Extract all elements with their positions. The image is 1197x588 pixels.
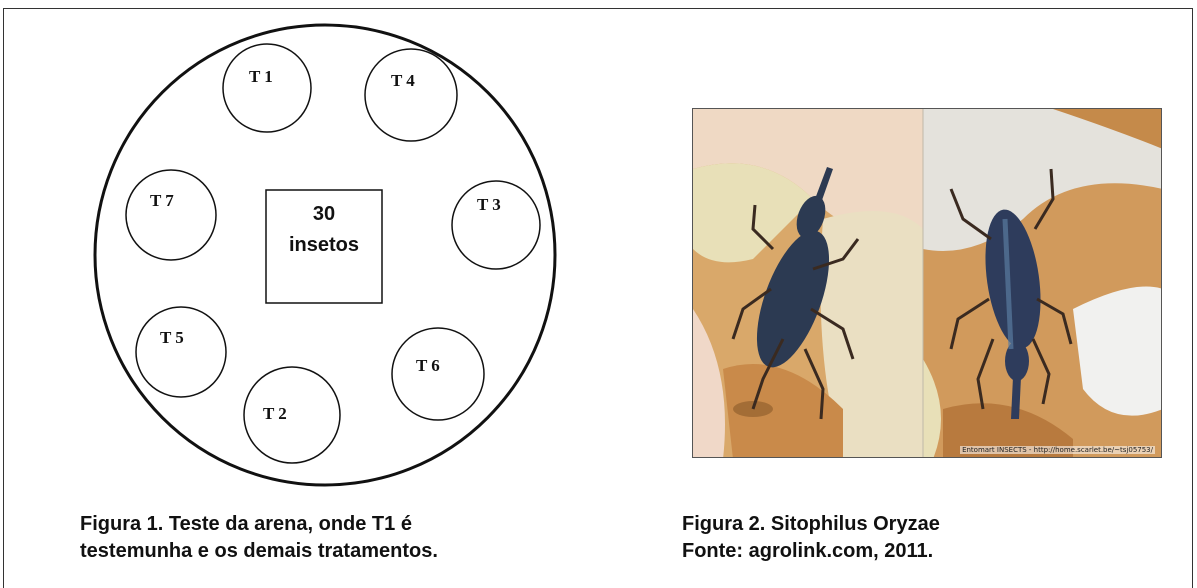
treatment-t2: T 2 [244,367,340,463]
figure2-caption-line1: Figura 2. Sitophilus Oryzae [682,511,940,538]
treatment-label: T 1 [249,67,273,86]
treatment-label: T 5 [160,328,184,347]
arena-diagram: T 1 T 4 T 7 T 3 T 5 T 6 T 2 30 insetos [0,0,700,500]
treatment-label: T 6 [416,356,440,375]
weevil-photo: Entomart INSECTS - http://home.scarlet.b… [692,108,1162,458]
treatment-label: T 7 [150,191,174,210]
treatment-t5: T 5 [136,307,226,397]
center-box-label: insetos [289,234,359,256]
treatment-circle [136,307,226,397]
treatment-circle [223,44,311,132]
treatment-circle [244,367,340,463]
treatment-circle [126,170,216,260]
treatment-t7: T 7 [126,170,216,260]
treatment-t6: T 6 [392,328,484,420]
treatment-t3: T 3 [452,181,540,269]
treatment-circle [365,49,457,141]
figure1-caption-line1: Figura 1. Teste da arena, onde T1 é [80,511,438,538]
figure2-caption-line2: Fonte: agrolink.com, 2011. [682,538,940,565]
center-box: 30 insetos [266,190,382,303]
figure1-caption-line2: testemunha e os demais tratamentos. [80,538,438,565]
center-box-count: 30 [313,203,335,225]
treatment-label: T 4 [391,71,415,90]
figure1-caption: Figura 1. Teste da arena, onde T1 é test… [80,511,438,565]
figure2-caption: Figura 2. Sitophilus Oryzae Fonte: agrol… [682,511,940,565]
weevil-photo-illustration [693,109,1162,458]
treatment-label: T 3 [477,195,501,214]
treatment-label: T 2 [263,404,287,423]
photo-credit: Entomart INSECTS - http://home.scarlet.b… [960,446,1155,454]
treatment-t1: T 1 [223,44,311,132]
treatment-t4: T 4 [365,49,457,141]
